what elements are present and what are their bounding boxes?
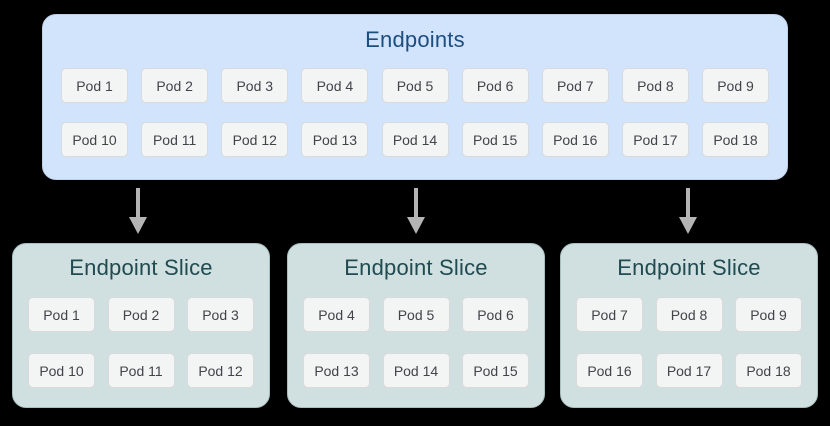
pod-box: Pod 6 — [461, 68, 529, 103]
pod-box: Pod 18 — [735, 353, 802, 388]
pod-box: Pod 13 — [303, 353, 370, 388]
pod-box: Pod 14 — [382, 353, 450, 388]
pod-box: Pod 15 — [461, 122, 529, 157]
pod-box: Pod 4 — [303, 297, 370, 332]
pod-box: Pod 3 — [187, 297, 254, 332]
pod-box: Pod 13 — [301, 122, 369, 157]
pod-box: Pod 15 — [462, 353, 529, 388]
pod-box: Pod 16 — [576, 353, 643, 388]
pod-box: Pod 12 — [187, 353, 254, 388]
pod-box: Pod 9 — [735, 297, 802, 332]
pod-box: Pod 10 — [61, 122, 128, 157]
endpoint-slice-title: Endpoint Slice — [617, 255, 761, 280]
pod-box: Pod 1 — [28, 297, 95, 332]
pod-box: Pod 10 — [28, 353, 95, 388]
pod-box: Pod 16 — [541, 122, 609, 157]
pod-box: Pod 5 — [382, 297, 450, 332]
pod-box: Pod 4 — [301, 68, 369, 103]
down-arrow-icon — [679, 188, 697, 234]
endpoint-slice-box-3: Endpoint Slice Pod 7 Pod 8 Pod 9 Pod 16 … — [560, 243, 818, 408]
pod-box: Pod 2 — [107, 297, 175, 332]
endpoint-slice-title: Endpoint Slice — [69, 255, 213, 280]
pod-box: Pod 7 — [541, 68, 609, 103]
endpoint-slice-title: Endpoint Slice — [344, 255, 488, 280]
slice-pod-row-1: Pod 7 Pod 8 Pod 9 — [576, 297, 802, 332]
endpoints-title: Endpoints — [365, 27, 465, 52]
slice-pod-row-1: Pod 1 Pod 2 Pod 3 — [28, 297, 254, 332]
arrow-stem — [686, 188, 690, 217]
pod-box: Pod 3 — [221, 68, 289, 103]
endpoints-pod-row-2: Pod 10 Pod 11 Pod 12 Pod 13 Pod 14 Pod 1… — [61, 122, 769, 157]
slice-pod-row-2: Pod 16 Pod 17 Pod 18 — [576, 353, 802, 388]
endpoints-box: Endpoints Pod 1 Pod 2 Pod 3 Pod 4 Pod 5 … — [42, 14, 788, 180]
endpoints-pod-row-1: Pod 1 Pod 2 Pod 3 Pod 4 Pod 5 Pod 6 Pod … — [61, 68, 769, 103]
slice-pod-row-2: Pod 10 Pod 11 Pod 12 — [28, 353, 254, 388]
slice-pod-row-1: Pod 4 Pod 5 Pod 6 — [303, 297, 529, 332]
pod-box: Pod 9 — [702, 68, 769, 103]
arrow-head — [679, 217, 697, 234]
pod-box: Pod 1 — [61, 68, 128, 103]
arrow-head — [407, 217, 425, 234]
pod-box: Pod 17 — [621, 122, 689, 157]
pod-box: Pod 18 — [702, 122, 769, 157]
pod-box: Pod 11 — [141, 122, 209, 157]
down-arrow-icon — [407, 188, 425, 234]
slice-pod-row-2: Pod 13 Pod 14 Pod 15 — [303, 353, 529, 388]
pod-box: Pod 11 — [107, 353, 175, 388]
pod-box: Pod 7 — [576, 297, 643, 332]
arrow-stem — [136, 188, 140, 217]
pod-box: Pod 6 — [462, 297, 529, 332]
pod-box: Pod 8 — [621, 68, 689, 103]
pod-box: Pod 5 — [381, 68, 449, 103]
pod-box: Pod 8 — [655, 297, 723, 332]
arrow-head — [129, 217, 147, 234]
pod-box: Pod 12 — [221, 122, 289, 157]
pod-box: Pod 17 — [655, 353, 723, 388]
endpoint-slice-box-2: Endpoint Slice Pod 4 Pod 5 Pod 6 Pod 13 … — [287, 243, 545, 408]
arrow-stem — [414, 188, 418, 217]
pod-box: Pod 2 — [141, 68, 209, 103]
down-arrow-icon — [129, 188, 147, 234]
endpoint-slice-box-1: Endpoint Slice Pod 1 Pod 2 Pod 3 Pod 10 … — [12, 243, 270, 408]
pod-box: Pod 14 — [381, 122, 449, 157]
